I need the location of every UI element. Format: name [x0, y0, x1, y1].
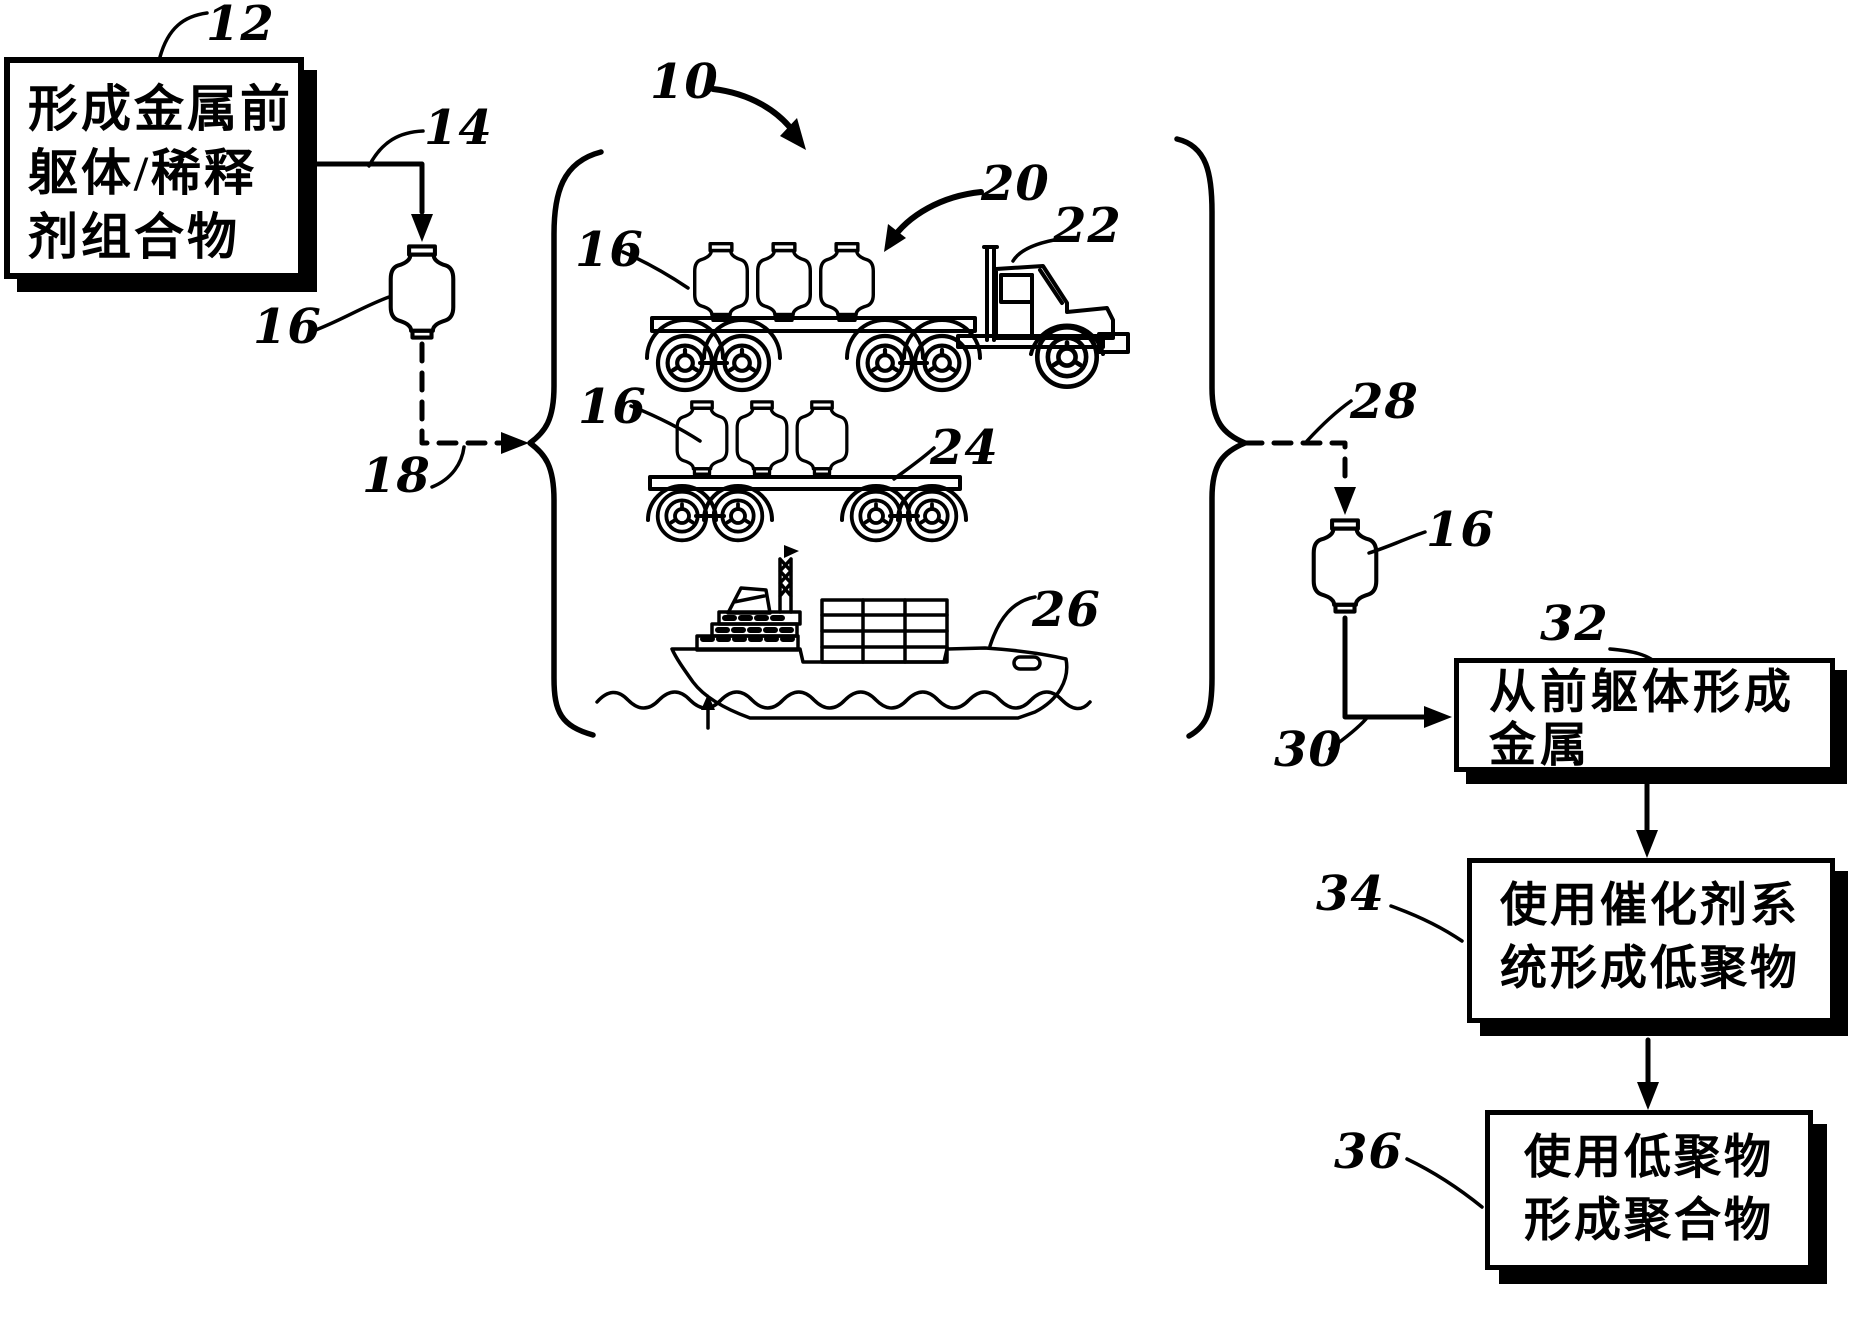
ref-16-left: 16 [253, 299, 322, 355]
tote-icon-truck-2 [755, 242, 813, 322]
box-catalyst-line-2: 统形成低聚物 [1500, 943, 1800, 995]
ship-hull [670, 646, 1069, 720]
box-catalyst-line-1: 使用催化剂系 [1500, 880, 1800, 932]
box-precursor-line-3: 剂组合物 [28, 209, 240, 265]
leader-14 [367, 129, 425, 168]
tote-icon-left [391, 246, 454, 337]
trailer-fenders [646, 484, 968, 522]
ship-container-grid [820, 598, 949, 664]
leader-28 [1305, 399, 1353, 443]
truck-front-wheel [1037, 327, 1096, 386]
leader-arrow-10 [710, 86, 800, 140]
truck-wheel-4 [915, 336, 969, 390]
ref-18: 18 [362, 448, 431, 504]
flow-connectors [309, 161, 1659, 1110]
truck-cab-window [999, 273, 1034, 304]
ref-14: 14 [424, 100, 493, 156]
ref-10: 10 [650, 54, 719, 110]
ref-16-truck: 16 [575, 222, 644, 278]
arrow-28-head-icon [1334, 487, 1356, 515]
ref-12: 12 [206, 0, 275, 52]
box-polymer: 使用低聚物 形成聚合物 [1485, 1110, 1813, 1270]
ship-mast [778, 557, 793, 614]
ref-24: 24 [930, 420, 999, 476]
tote-icon-trailer-3 [795, 400, 849, 476]
dashed-line-18 [419, 341, 503, 446]
leader-34 [1389, 904, 1464, 943]
arrow-14-line [309, 161, 425, 215]
tote-icon-right [1314, 520, 1377, 611]
ref-20: 20 [981, 156, 1050, 212]
truck-wheel-1 [658, 336, 712, 390]
ship-flag-icon [784, 545, 799, 558]
box-precursor-line-2: 躯体/稀释 [28, 145, 257, 201]
ref-28: 28 [1350, 374, 1419, 430]
leader-12 [158, 11, 209, 59]
arrow-32-34-head-icon [1636, 830, 1658, 858]
tote-icon-truck-3 [818, 242, 876, 322]
trailer-deck [648, 475, 962, 491]
arrow-18-head-icon [501, 432, 529, 454]
ref-30: 30 [1274, 722, 1343, 778]
truck-wheel-2 [715, 336, 769, 390]
truck-deck [650, 316, 977, 333]
curly-brace-left-icon [527, 149, 604, 738]
ref-26: 26 [1032, 582, 1101, 638]
dashed-line-28 [1242, 440, 1348, 489]
arrow-30-line [1342, 615, 1445, 720]
leader-30 [1328, 717, 1368, 751]
box-form-metal-line-2: 金属 [1489, 720, 1591, 772]
leader-arrow-20 [888, 189, 984, 244]
ref-22: 22 [1053, 198, 1122, 254]
box-polymer-line-1: 使用低聚物 [1524, 1132, 1774, 1184]
truck-chassis [956, 334, 1105, 349]
tote-icon-truck-1 [692, 242, 750, 322]
box-polymer-line-2: 形成聚合物 [1524, 1195, 1774, 1247]
leader-24 [892, 446, 936, 481]
ref-36: 36 [1334, 1124, 1403, 1180]
truck-cab-lines [1030, 268, 1064, 338]
ship-stern-mark-arrow-icon [701, 694, 715, 710]
trailer-wheel-2 [711, 489, 765, 543]
box-precursor-composition: 形成金属前 躯体/稀释 剂组合物 [4, 57, 304, 279]
tote-icon-trailer-1 [675, 400, 729, 476]
leader-26 [988, 595, 1037, 648]
leader-16-left [311, 295, 391, 333]
trailer-wheel-4 [905, 489, 959, 543]
tote-icon-trailer-2 [735, 400, 789, 476]
leader-16-trailer [629, 404, 702, 443]
ref-16-trailer: 16 [578, 379, 647, 435]
ship-hawse [1012, 655, 1042, 671]
trailer-wheel-1 [655, 489, 709, 543]
arrow-20-head-icon [884, 224, 906, 252]
box-precursor-line-1: 形成金属前 [28, 81, 293, 137]
flatbed-semi-truck-icon [645, 242, 1130, 390]
ref-34: 34 [1316, 866, 1385, 922]
truck-fenders [645, 318, 982, 360]
truck-wheel-3 [858, 336, 912, 390]
box-form-metal-line-1: 从前躯体形成 [1489, 667, 1795, 719]
flatbed-trailer-icon [646, 400, 968, 543]
leader-16-truck [621, 250, 690, 290]
leader-lines [158, 11, 1657, 1209]
curly-brace-right-icon [1174, 136, 1248, 739]
arrow-10-head-icon [780, 118, 806, 150]
water-waves [595, 690, 1092, 711]
leader-22 [1011, 238, 1056, 263]
ship-funnel [726, 586, 772, 615]
arrow-34-36-head-icon [1637, 1082, 1659, 1110]
ref-32: 32 [1540, 596, 1609, 652]
cargo-ship-icon [595, 545, 1092, 730]
box-catalyst-oligomer: 使用催化剂系 统形成低聚物 [1467, 858, 1835, 1023]
leader-36 [1405, 1157, 1484, 1209]
box-form-metal: 从前躯体形成 金属 [1454, 658, 1835, 772]
arrow-14-head-icon [411, 214, 433, 242]
arrow-30-head-icon [1424, 706, 1452, 728]
ref-16-right: 16 [1426, 502, 1495, 558]
leader-18 [430, 445, 466, 489]
trailer-wheel-3 [849, 489, 903, 543]
